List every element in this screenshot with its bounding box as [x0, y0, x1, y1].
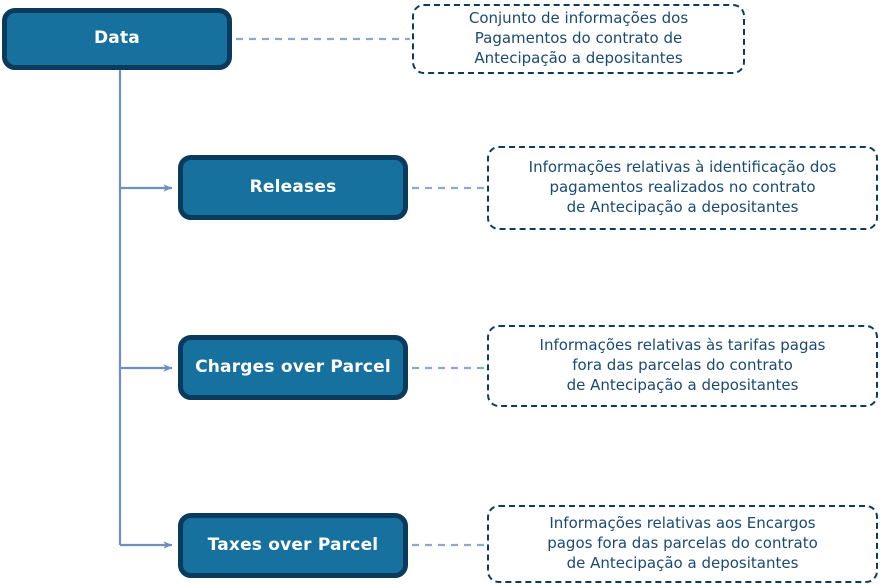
note-text-taxes-over-parcel: Informações relativas aos Encargos pagos…	[547, 514, 818, 572]
note-charges-over-parcel: Informações relativas às tarifas pagas f…	[487, 325, 878, 407]
node-label-charges-over-parcel: Charges over Parcel	[195, 356, 391, 377]
note-taxes-over-parcel: Informações relativas aos Encargos pagos…	[487, 505, 878, 583]
node-label-releases: Releases	[249, 176, 337, 197]
note-data: Conjunto de informações dos Pagamentos d…	[412, 4, 745, 74]
note-text-charges-over-parcel: Informações relativas às tarifas pagas f…	[539, 336, 826, 394]
note-text-releases: Informações relativas à identificação do…	[528, 158, 837, 216]
node-taxes-over-parcel[interactable]: Taxes over Parcel	[178, 513, 408, 578]
note-releases: Informações relativas à identificação do…	[487, 146, 878, 230]
node-label-data: Data	[94, 28, 140, 49]
node-data[interactable]: Data	[2, 8, 232, 70]
node-releases[interactable]: Releases	[178, 155, 408, 220]
node-charges-over-parcel[interactable]: Charges over Parcel	[178, 335, 408, 400]
node-label-taxes-over-parcel: Taxes over Parcel	[207, 534, 379, 555]
note-text-data: Conjunto de informações dos Pagamentos d…	[468, 9, 689, 67]
